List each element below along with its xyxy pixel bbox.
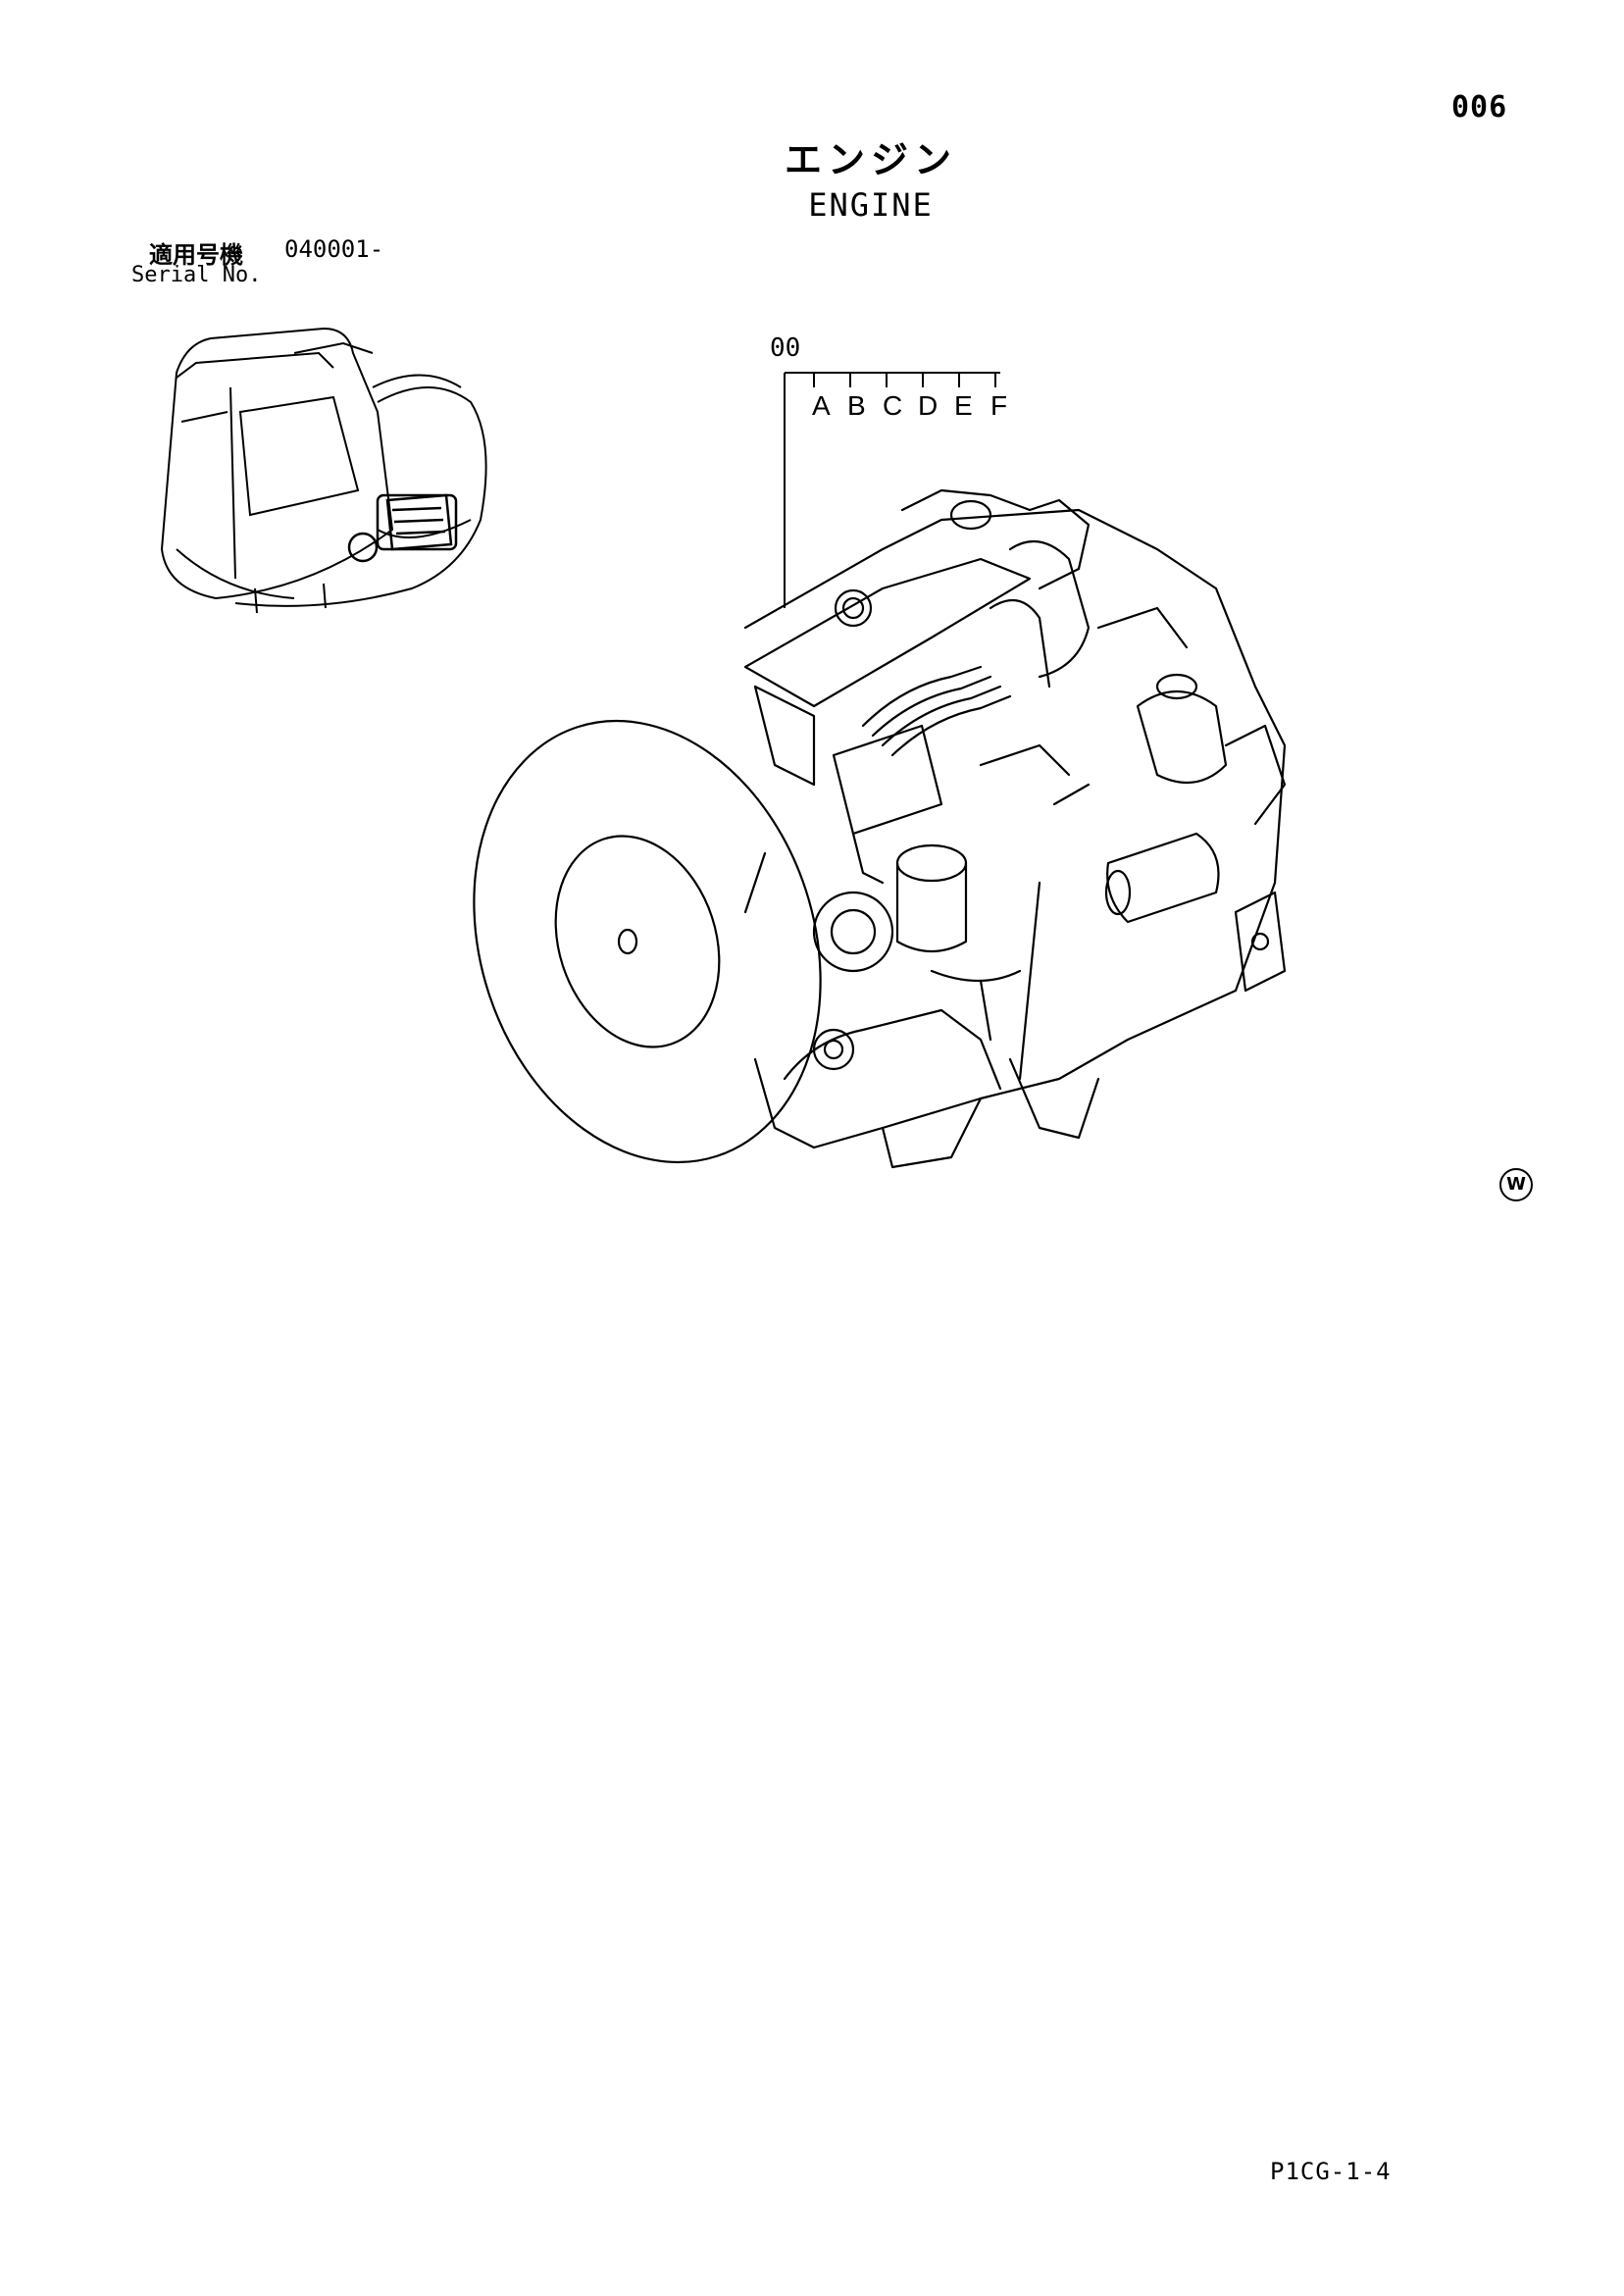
page-title-japanese: エンジン (784, 138, 957, 181)
variant-label-f: F (990, 390, 1008, 421)
variant-label-e: E (954, 390, 973, 421)
footer-code: P1CG-1-4 (1270, 2158, 1392, 2185)
page-number: 006 (1451, 90, 1508, 125)
variant-label-b: B (847, 390, 866, 421)
callout-item-number: 00 (770, 333, 801, 363)
page-title: ENGINE (808, 186, 934, 224)
serial-label-japanese: 適用号機 (149, 241, 243, 269)
serial-number: 040001- (284, 235, 384, 263)
variant-label-a: A (812, 390, 831, 421)
variant-label-c: C (883, 390, 903, 421)
w-mark: W (1499, 1168, 1533, 1201)
serial-label: Serial No. (131, 263, 262, 287)
variant-label-d: D (918, 390, 939, 421)
